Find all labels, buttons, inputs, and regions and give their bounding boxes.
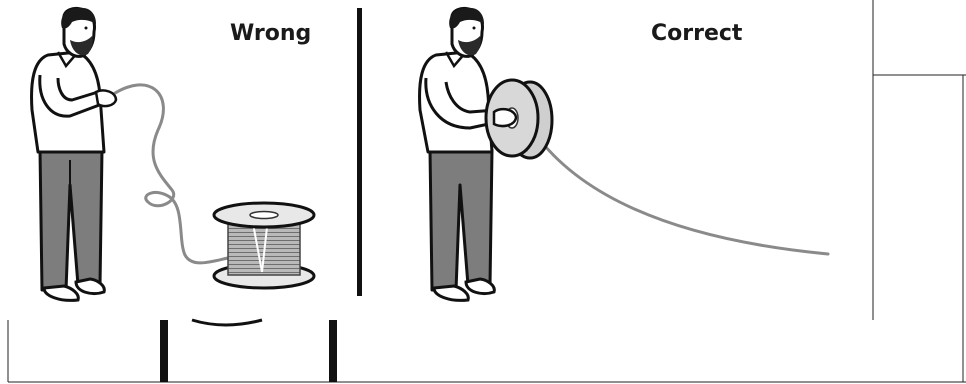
correct-panel: [420, 8, 828, 301]
wrong-spool: [214, 203, 314, 288]
correct-label: Correct: [651, 21, 743, 46]
wrong-cable: [112, 85, 228, 263]
correct-cable: [540, 140, 828, 254]
correct-spool: [486, 80, 552, 158]
wrong-person: [32, 8, 116, 301]
wrong-label: Wrong: [230, 21, 311, 46]
wrong-panel: [32, 8, 314, 301]
correct-person: [420, 8, 498, 301]
panel-divider: [357, 8, 362, 296]
